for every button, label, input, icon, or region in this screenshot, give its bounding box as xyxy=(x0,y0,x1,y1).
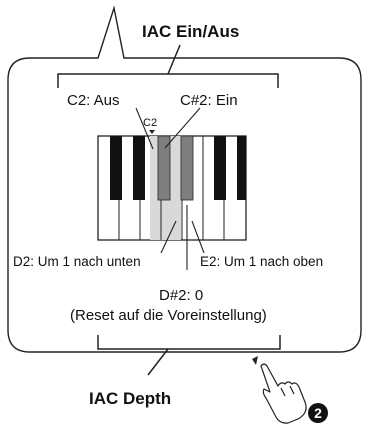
key-dsharp2 xyxy=(180,135,194,201)
dsharp2-label: D#2: 0 xyxy=(159,287,204,304)
c2-label: C2: Aus xyxy=(67,92,120,109)
d2-label: D2: Um 1 nach unten xyxy=(13,254,141,269)
pointer-lines xyxy=(135,107,205,270)
top-bracket xyxy=(57,44,279,88)
csharp2-label: C#2: Ein xyxy=(180,92,238,109)
e2-label: E2: Um 1 nach oben xyxy=(200,254,324,269)
step-number: 2 xyxy=(314,405,322,421)
press-arrow-icon xyxy=(252,356,258,365)
iac-depth-title: IAC Depth xyxy=(89,389,172,408)
iac-on-off-title: IAC Ein/Aus xyxy=(142,22,240,41)
key-csharp2 xyxy=(157,135,171,201)
reset-note: (Reset auf die Voreinstellung) xyxy=(70,307,267,324)
c2-marker-label: C2 xyxy=(143,117,158,129)
pointing-hand-icon xyxy=(260,363,307,424)
step-badge xyxy=(308,403,328,423)
c2-marker-arrow xyxy=(149,130,155,134)
piano-keyboard xyxy=(97,130,247,241)
bottom-bracket xyxy=(97,335,281,376)
